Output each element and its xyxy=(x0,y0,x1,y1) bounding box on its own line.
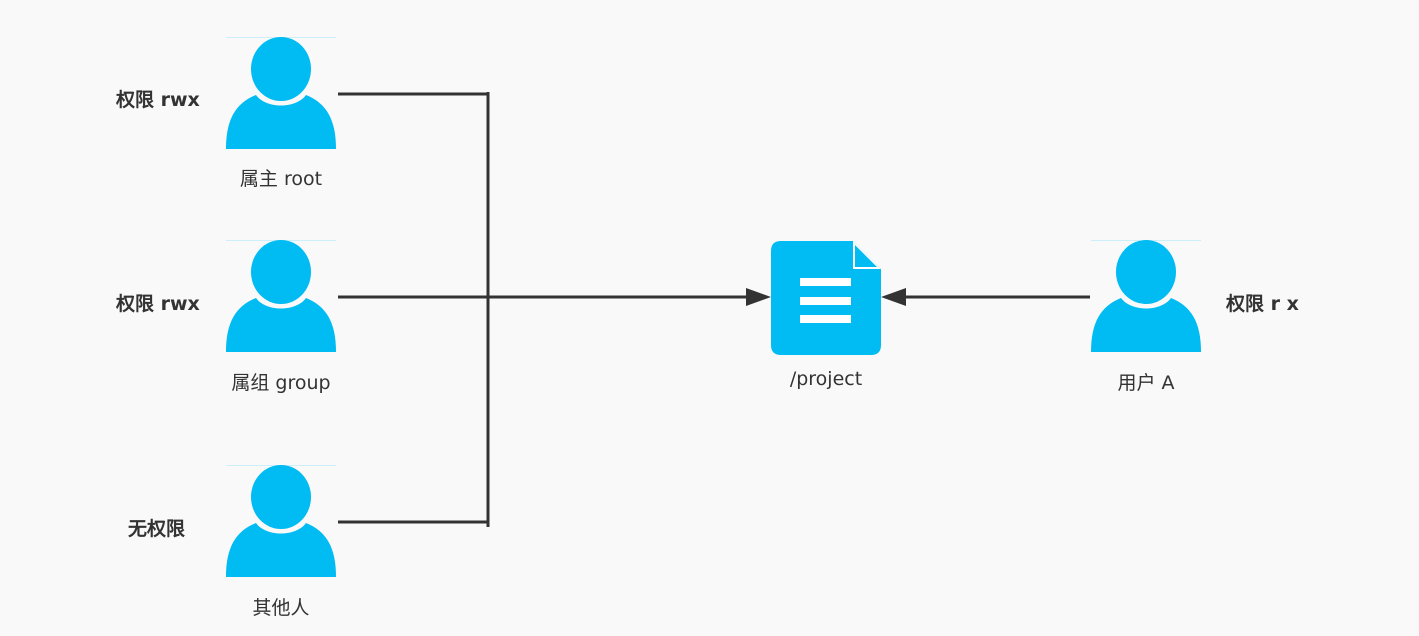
user-a-icon xyxy=(1091,240,1201,354)
owner-label: 属主 root xyxy=(239,168,323,190)
document-icon xyxy=(771,241,881,355)
others-label: 其他人 xyxy=(252,597,310,619)
others-user-icon xyxy=(226,465,336,579)
user-a-permission: 权限 r x xyxy=(1226,293,1299,315)
arrowhead-right xyxy=(881,288,906,306)
group-label: 属组 group xyxy=(231,372,331,394)
user-a-label: 用户 A xyxy=(1117,372,1175,394)
owner-user-icon xyxy=(226,37,336,151)
owner-permission: 权限 rwx xyxy=(116,89,200,111)
project-label: /project xyxy=(789,368,863,390)
others-permission: 无权限 xyxy=(128,518,186,540)
arrowhead-left xyxy=(746,288,771,306)
group-permission: 权限 rwx xyxy=(116,293,200,315)
group-user-icon xyxy=(226,240,336,354)
